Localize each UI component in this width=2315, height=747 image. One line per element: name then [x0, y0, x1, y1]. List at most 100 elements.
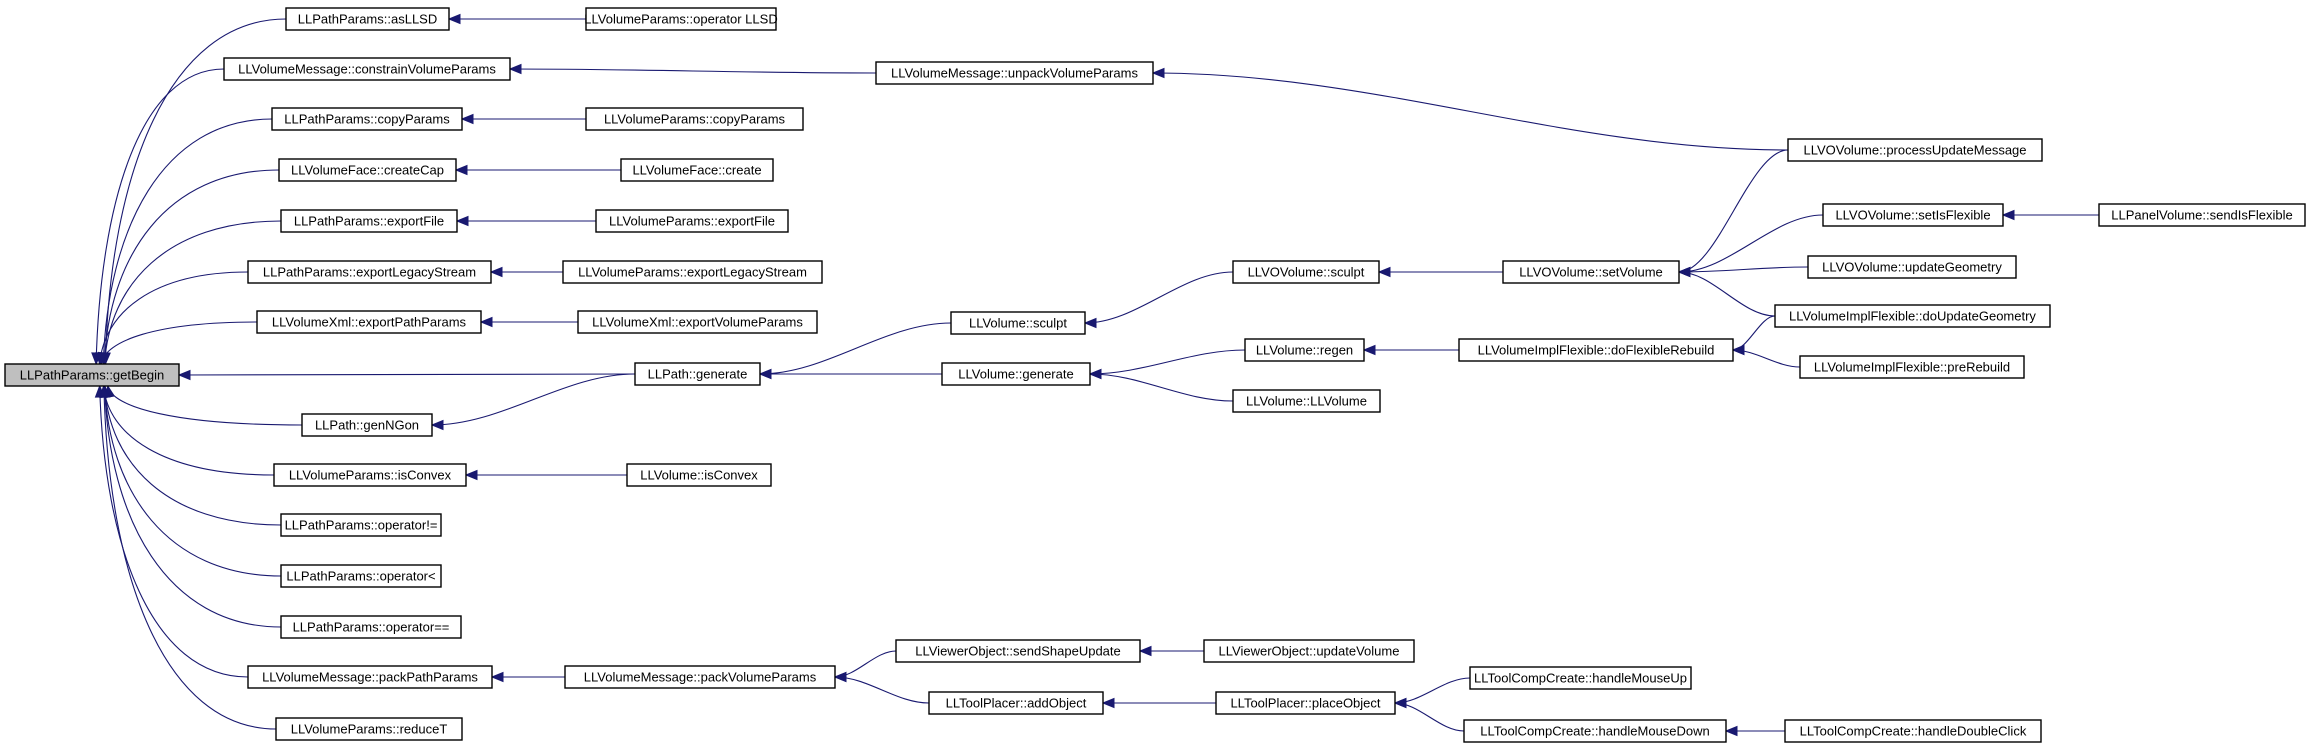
- call-edge-doFlexRebuild-to-regen: [1362, 344, 1459, 356]
- node-llpath-generate[interactable]: LLPath::generate: [634, 362, 761, 386]
- edge-line: [1089, 373, 1234, 402]
- node-llpathparams-exportlegacystream[interactable]: LLPathParams::exportLegacyStream: [247, 260, 492, 284]
- node-llvolumemessage-unpackvolumeparams[interactable]: LLVolumeMessage::unpackVolumeParams: [875, 61, 1154, 85]
- node-llvolumemessage-packvolumeparams[interactable]: LLVolumeMessage::packVolumeParams: [564, 665, 836, 689]
- node-lltoolcompcreate-handlemouseup[interactable]: LLToolCompCreate::handleMouseUp: [1469, 666, 1692, 690]
- call-edge-processUpdate-to-setVolume: [1677, 149, 1789, 278]
- call-edge-placeObject-to-addObject: [1101, 697, 1216, 709]
- arrowhead-icon: [489, 266, 503, 278]
- node-llvolumemessage-packpathparams[interactable]: LLVolumeMessage::packPathParams: [247, 665, 493, 689]
- node-llvolumemessage-constrainvolumeparams[interactable]: LLVolumeMessage::constrainVolumeParams: [223, 57, 511, 81]
- node-llvolumeparams-exportlegacystream[interactable]: LLVolumeParams::exportLegacyStream: [562, 260, 823, 284]
- node-label: LLPathParams::copyParams: [284, 111, 450, 126]
- node-llvolumeface-createcap[interactable]: LLVolumeFace::createCap: [278, 158, 457, 182]
- node-llvolumeparams-isconvex[interactable]: LLVolumeParams::isConvex: [273, 463, 467, 487]
- node-box: [285, 7, 450, 31]
- node-box: [595, 209, 789, 233]
- node-llviewerobject-updatevolume[interactable]: LLViewerObject::updateVolume: [1203, 639, 1415, 663]
- node-llvovolume-processupdatemessage[interactable]: LLVOVolume::processUpdateMessage: [1787, 138, 2043, 162]
- node-box: [271, 107, 463, 131]
- node-llpathparams-operator[interactable]: LLPathParams::operator!=: [280, 513, 442, 537]
- edges-layer: [91, 13, 2099, 737]
- node-box: [1502, 260, 1680, 284]
- node-llvovolume-setvolume[interactable]: LLVOVolume::setVolume: [1502, 260, 1680, 284]
- edge-line: [834, 676, 930, 704]
- arrowhead-icon: [460, 113, 474, 125]
- node-llpathparams-copyparams[interactable]: LLPathParams::copyParams: [271, 107, 463, 131]
- arrowhead-icon: [464, 469, 478, 481]
- node-llvolumeparams-operator-llsd[interactable]: LLVolumeParams::operator LLSD: [584, 7, 778, 31]
- node-llvolume-isconvex[interactable]: LLVolume::isConvex: [626, 463, 772, 487]
- node-llvolumeparams-reducet[interactable]: LLVolumeParams::reduceT: [275, 717, 463, 741]
- node-llvovolume-sculpt[interactable]: LLVOVolume::sculpt: [1232, 260, 1380, 284]
- call-edge-pathGen-to-genNGon: [430, 373, 636, 431]
- edge-line: [1678, 214, 1824, 273]
- node-box: [273, 463, 467, 487]
- node-llpathparams-exportfile[interactable]: LLPathParams::exportFile: [280, 209, 458, 233]
- node-label: LLVolumeMessage::packPathParams: [262, 669, 478, 684]
- call-edge-isConvexV-to-isConvexVP: [464, 469, 628, 481]
- call-edge-opLt-to-getBegin: [99, 384, 282, 577]
- node-llvolumeface-create[interactable]: LLVolumeFace::create: [620, 158, 774, 182]
- node-label: LLVolumeFace::createCap: [291, 162, 444, 177]
- node-llvovolume-updategeometry[interactable]: LLVOVolume::updateGeometry: [1807, 255, 2017, 279]
- node-lltoolplacer-placeobject[interactable]: LLToolPlacer::placeObject: [1215, 691, 1396, 715]
- node-box: [875, 61, 1154, 85]
- node-box: [564, 665, 836, 689]
- node-llvolumexml-exportvolumeparams[interactable]: LLVolumeXml::exportVolumeParams: [577, 310, 818, 334]
- edge-line: [104, 385, 282, 628]
- arrowhead-icon: [97, 351, 109, 366]
- node-llpath-genngon[interactable]: LLPath::genNGon: [301, 413, 433, 437]
- arrowhead-icon: [1088, 368, 1102, 380]
- node-box: [941, 362, 1091, 386]
- node-box: [223, 57, 511, 81]
- node-label: LLViewerObject::sendShapeUpdate: [915, 643, 1121, 658]
- node-lltoolcompcreate-handlemousedown[interactable]: LLToolCompCreate::handleMouseDown: [1463, 719, 1727, 743]
- edge-line: [104, 385, 282, 577]
- node-label: LLVolumeImplFlexible::preRebuild: [1814, 359, 2010, 374]
- node-box: [275, 717, 463, 741]
- node-label: LLPath::generate: [648, 366, 748, 381]
- node-box: [1215, 691, 1396, 715]
- node-label: LLPathParams::operator<: [286, 568, 435, 583]
- arrowhead-icon: [1393, 697, 1407, 709]
- node-box: [4, 363, 180, 387]
- node-llpanelvolume-sendisflexible[interactable]: LLPanelVolume::sendIsFlexible: [2098, 203, 2306, 227]
- call-edge-constrain-to-getBegin: [91, 68, 225, 366]
- node-llvolumexml-exportpathparams[interactable]: LLVolumeXml::exportPathParams: [256, 310, 482, 334]
- call-edge-opLLSD-to-asLLSD: [447, 13, 586, 25]
- call-edge-opNe-to-getBegin: [100, 384, 282, 526]
- call-edge-volGen-to-pathGen: [758, 368, 943, 380]
- arrowhead-icon: [1138, 645, 1152, 657]
- node-llvolume-generate[interactable]: LLVolume::generate: [941, 362, 1091, 386]
- node-llpathparams-operator[interactable]: LLPathParams::operator==: [280, 615, 462, 639]
- node-llpathparams-getbegin[interactable]: LLPathParams::getBegin: [4, 363, 180, 387]
- node-llvolume-regen[interactable]: LLVolume::regen: [1244, 338, 1365, 362]
- node-lltoolplacer-addobject[interactable]: LLToolPlacer::addObject: [928, 691, 1104, 715]
- node-llvolume-llvolume[interactable]: LLVolume::LLVolume: [1232, 389, 1381, 413]
- node-llvolumeparams-exportfile[interactable]: LLVolumeParams::exportFile: [595, 209, 789, 233]
- node-llvolume-sculpt[interactable]: LLVolume::sculpt: [950, 311, 1086, 335]
- node-llvolumeimplflexible-doupdategeometry[interactable]: LLVolumeImplFlexible::doUpdateGeometry: [1774, 304, 2051, 328]
- node-llvovolume-setisflexible[interactable]: LLVOVolume::setIsFlexible: [1822, 203, 2004, 227]
- node-box: [1784, 719, 2042, 743]
- node-llpathparams-asllsd[interactable]: LLPathParams::asLLSD: [285, 7, 450, 31]
- node-llvolumeimplflexible-doflexiblerebuild[interactable]: LLVolumeImplFlexible::doFlexibleRebuild: [1458, 338, 1734, 362]
- node-label: LLVolumeParams::exportFile: [609, 213, 775, 228]
- arrowhead-icon: [508, 63, 522, 75]
- call-edge-regen-to-volGen: [1088, 349, 1246, 380]
- node-label: LLVolume::generate: [958, 366, 1073, 381]
- node-label: LLPanelVolume::sendIsFlexible: [2111, 207, 2292, 222]
- call-edge-llvolume-to-volGen: [1088, 368, 1234, 402]
- node-llvolumeimplflexible-prerebuild[interactable]: LLVolumeImplFlexible::preRebuild: [1799, 355, 2025, 379]
- arrowhead-icon: [1083, 317, 1097, 329]
- node-box: [634, 362, 761, 386]
- node-llviewerobject-sendshapeupdate[interactable]: LLViewerObject::sendShapeUpdate: [895, 639, 1141, 663]
- node-box: [1463, 719, 1727, 743]
- node-box: [620, 158, 774, 182]
- node-lltoolcompcreate-handledoubleclick[interactable]: LLToolCompCreate::handleDoubleClick: [1784, 719, 2042, 743]
- edge-line: [99, 271, 249, 365]
- call-edge-vovSculpt-to-volSculpt: [1083, 271, 1234, 329]
- node-llvolumeparams-copyparams[interactable]: LLVolumeParams::copyParams: [585, 107, 804, 131]
- node-llpathparams-operator[interactable]: LLPathParams::operator<: [280, 564, 442, 588]
